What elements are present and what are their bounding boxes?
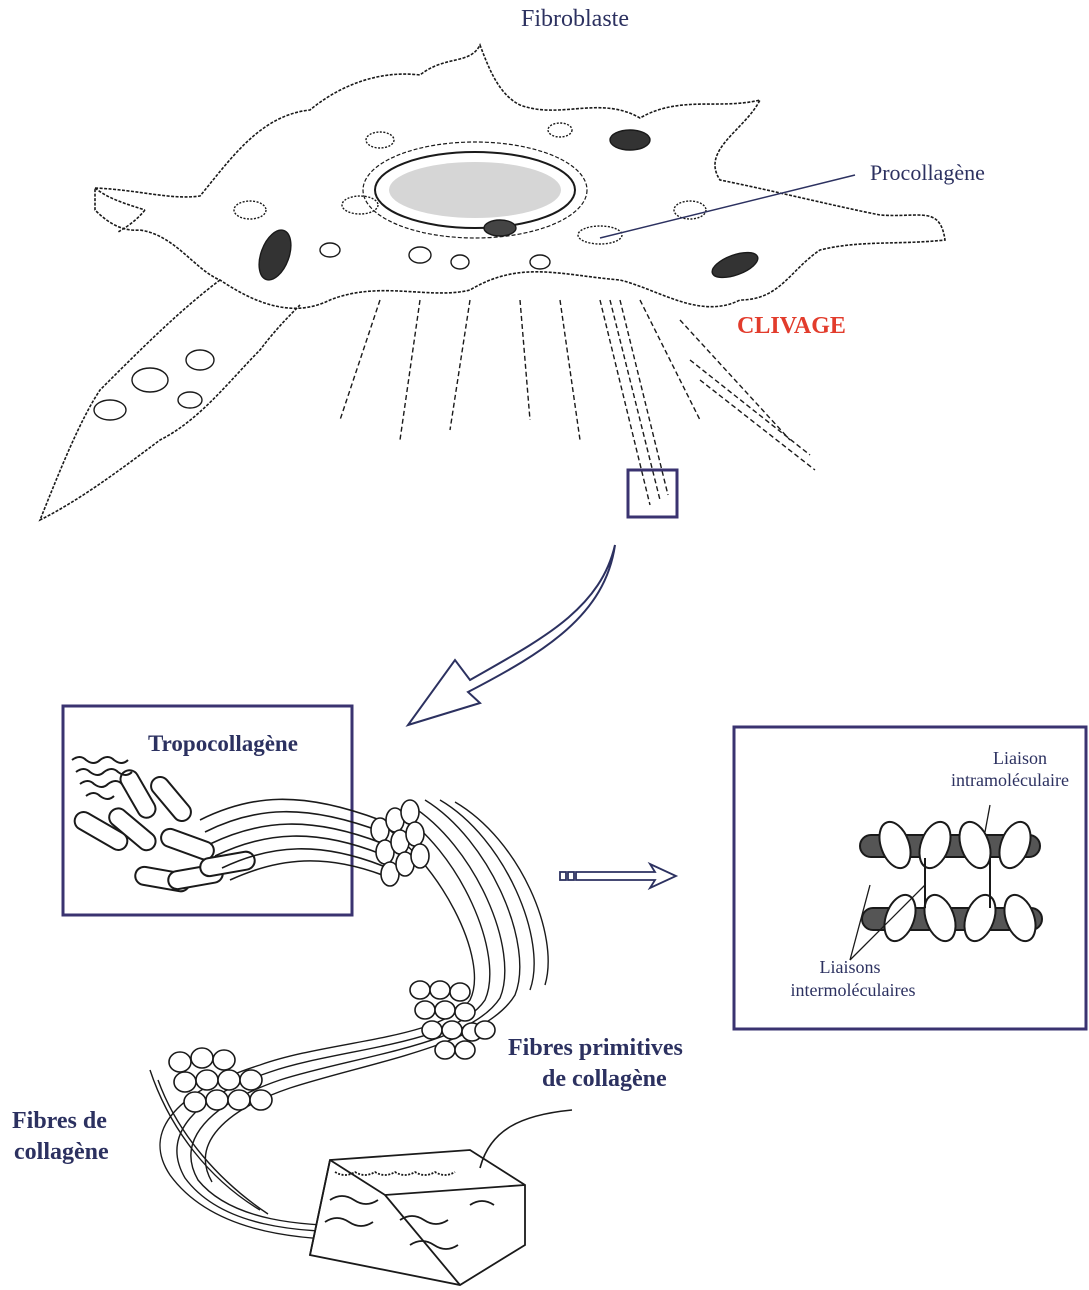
fibroblaste-label: Fibroblaste: [0, 6, 1089, 34]
liaison-intra-label-line1: Liaison: [960, 748, 1080, 769]
liaisons-inter-label-line2: intermoléculaires: [768, 980, 938, 1001]
zoom-square: [628, 470, 677, 517]
detail-arrow: [560, 864, 676, 888]
clivage-label: CLIVAGE: [737, 313, 846, 341]
bundle-cross-section-top: [371, 800, 429, 886]
triple-helix-detail: [860, 818, 1042, 946]
curved-arrow: [408, 545, 615, 725]
nucleus: [363, 142, 587, 238]
liaison-intra-label-line2: intramoléculaire: [935, 770, 1085, 791]
fibres-primitives-label-line1: Fibres primitives: [508, 1035, 683, 1063]
fibres-collagene-label-line1: Fibres de: [12, 1108, 107, 1136]
liaisons-inter-label-line1: Liaisons: [790, 957, 910, 978]
procollagene-label: Procollagène: [870, 160, 985, 185]
procollagene-leader-line: [600, 175, 855, 238]
fibres-collagene-label-line2: collagène: [14, 1139, 109, 1167]
fibres-primitives-label-line2: de collagène: [542, 1066, 667, 1094]
fibres-primitives-leader: [480, 1110, 572, 1168]
tropocollagene-label: Tropocollagène: [148, 731, 298, 757]
bundle-cross-section-left: [169, 1048, 272, 1112]
fibroblast-cell: [40, 45, 945, 520]
skin-block: [310, 1150, 525, 1285]
bundle-cross-section-middle: [410, 981, 495, 1059]
